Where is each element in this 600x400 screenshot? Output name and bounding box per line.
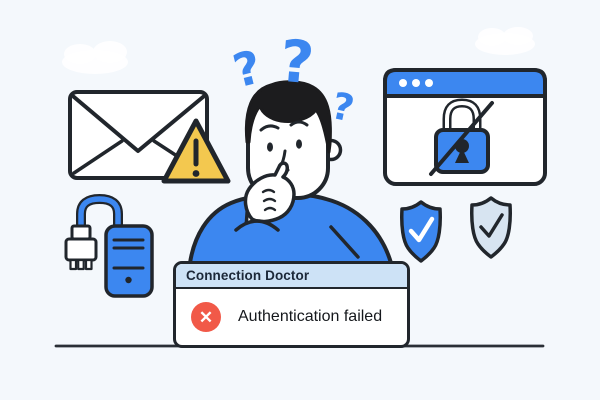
- usb-plug-icon: [64, 224, 98, 271]
- connection-doctor-dialog: Connection Doctor ✕ Authentication faile…: [173, 261, 410, 348]
- right-eye: [296, 139, 302, 149]
- window-dots-icon: [399, 79, 433, 87]
- shield-check-light-icon: [470, 196, 512, 259]
- shield-check-blue-icon: [400, 200, 442, 263]
- left-eyebrow: [259, 124, 280, 132]
- error-icon: ✕: [191, 302, 221, 332]
- cloud-right-icon: [475, 27, 535, 55]
- question-mark-right: ?: [328, 84, 358, 131]
- left-eye: [267, 142, 273, 152]
- question-mark-left: ?: [228, 39, 267, 98]
- dialog-title-bar: Connection Doctor: [176, 264, 407, 289]
- usb-device-icon: [64, 194, 154, 298]
- right-eyebrow: [289, 120, 309, 127]
- question-marks: ? ? ?: [228, 27, 358, 131]
- warning-triangle-icon: [161, 118, 231, 184]
- dialog-title: Connection Doctor: [186, 268, 310, 283]
- question-mark-large: ?: [277, 27, 316, 98]
- sleeve-cuff: [234, 219, 280, 248]
- cloud-left-icon: [62, 41, 128, 74]
- dialog-body: ✕ Authentication failed: [176, 289, 407, 345]
- sleeve-seam: [329, 225, 360, 259]
- hair: [244, 80, 332, 154]
- browser-window-icon: [383, 68, 547, 186]
- person: [188, 80, 393, 265]
- dialog-message: Authentication failed: [238, 308, 383, 325]
- crossed-padlock-icon: [429, 98, 494, 176]
- hand-on-chin: [243, 161, 296, 230]
